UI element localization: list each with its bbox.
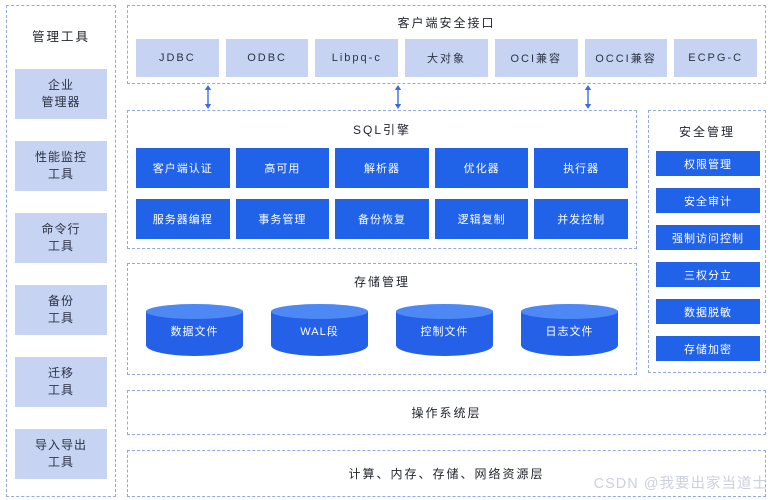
cylinder-wal-segments: WAL段 xyxy=(271,304,368,356)
security-block-security-audit: 安全审计 xyxy=(656,188,760,213)
double-arrow-icon xyxy=(583,85,593,109)
resource-layer-panel: 计算、内存、存储、网络资源层 xyxy=(127,450,766,497)
sql-block-transaction-management: 事务管理 xyxy=(235,199,330,239)
security-block-mandatory-access-control: 强制访问控制 xyxy=(656,225,760,250)
sidebar-item-backup-tool: 备份 工具 xyxy=(15,285,107,335)
sql-engine-panel: SQL引擎 客户端认证 高可用 解析器 优化器 执行器 服务器编程 事务管理 备… xyxy=(127,110,637,249)
interface-chip-libpq-c: Libpq-c xyxy=(315,39,399,77)
cylinder-label: 控制文件 xyxy=(420,326,469,338)
storage-management-title: 存储管理 xyxy=(353,275,410,289)
os-layer-panel: 操作系统层 xyxy=(127,390,766,435)
security-block-data-masking: 数据脱敏 xyxy=(656,299,760,324)
cylinder-control-files: 控制文件 xyxy=(396,304,493,356)
management-tools-title: 管理工具 xyxy=(31,30,90,44)
double-arrow-icon xyxy=(393,85,403,109)
sidebar-item-migration-tool: 迁移 工具 xyxy=(15,357,107,407)
interface-chip-jdbc: JDBC xyxy=(136,39,219,77)
sidebar-item-performance-monitor-tool: 性能监控 工具 xyxy=(15,141,107,191)
security-block-storage-encryption: 存储加密 xyxy=(656,336,760,361)
sql-engine-grid: 客户端认证 高可用 解析器 优化器 执行器 服务器编程 事务管理 备份恢复 逻辑… xyxy=(136,148,628,239)
client-interface-row: JDBC ODBC Libpq-c 大对象 OCI兼容 OCCI兼容 ECPG-… xyxy=(136,39,758,77)
sql-block-optimizer: 优化器 xyxy=(434,148,529,188)
client-interface-title: 客户端安全接口 xyxy=(397,16,496,30)
storage-management-panel: 存储管理 数据文件 WAL段 控制文件 日志文件 xyxy=(127,263,637,375)
sidebar-item-command-line-tool: 命令行 工具 xyxy=(15,213,107,263)
double-arrow-icon xyxy=(203,85,213,109)
client-interface-panel: 客户端安全接口 JDBC ODBC Libpq-c 大对象 OCI兼容 OCCI… xyxy=(127,5,766,84)
cylinder-label: 日志文件 xyxy=(545,326,594,338)
interface-chip-occi-compat: OCCI兼容 xyxy=(584,39,668,77)
watermark: CSDN @我要出家当道士 xyxy=(593,476,768,492)
sql-block-logical-replication: 逻辑复制 xyxy=(434,199,529,239)
os-layer-title: 操作系统层 xyxy=(411,406,482,420)
security-management-title: 安全管理 xyxy=(678,125,735,139)
cylinder-label: WAL段 xyxy=(300,326,339,338)
cylinder-label: 数据文件 xyxy=(170,326,219,338)
sql-block-server-programming: 服务器编程 xyxy=(136,199,230,239)
sql-block-concurrency-control: 并发控制 xyxy=(534,199,628,239)
interface-chip-oci-compat: OCI兼容 xyxy=(494,39,578,77)
sql-block-parser: 解析器 xyxy=(335,148,429,188)
interface-chip-ecpg-c: ECPG-C xyxy=(674,39,758,77)
security-management-panel: 安全管理 权限管理 安全审计 强制访问控制 三权分立 数据脱敏 存储加密 xyxy=(648,110,766,373)
sidebar-item-import-export-tool: 导入导出 工具 xyxy=(15,429,107,479)
sql-engine-title: SQL引擎 xyxy=(352,123,411,137)
sql-block-high-availability: 高可用 xyxy=(235,148,330,188)
interface-chip-odbc: ODBC xyxy=(225,39,309,77)
sql-block-client-auth: 客户端认证 xyxy=(136,148,230,188)
storage-cylinder-row: 数据文件 WAL段 控制文件 日志文件 xyxy=(146,304,618,356)
cylinder-data-files: 数据文件 xyxy=(146,304,243,356)
resource-layer-title: 计算、内存、存储、网络资源层 xyxy=(348,467,545,481)
cylinder-log-files: 日志文件 xyxy=(521,304,618,356)
interface-chip-large-object: 大对象 xyxy=(405,39,488,77)
sql-block-backup-restore: 备份恢复 xyxy=(335,199,429,239)
management-tools-panel: 管理工具 企业 管理器 性能监控 工具 命令行 工具 备份 工具 迁移 工具 导… xyxy=(6,5,116,497)
sql-block-executor: 执行器 xyxy=(534,148,628,188)
sidebar-item-enterprise-manager: 企业 管理器 xyxy=(15,69,107,119)
security-block-permission-management: 权限管理 xyxy=(656,151,760,176)
security-block-separation-of-powers: 三权分立 xyxy=(656,262,760,287)
